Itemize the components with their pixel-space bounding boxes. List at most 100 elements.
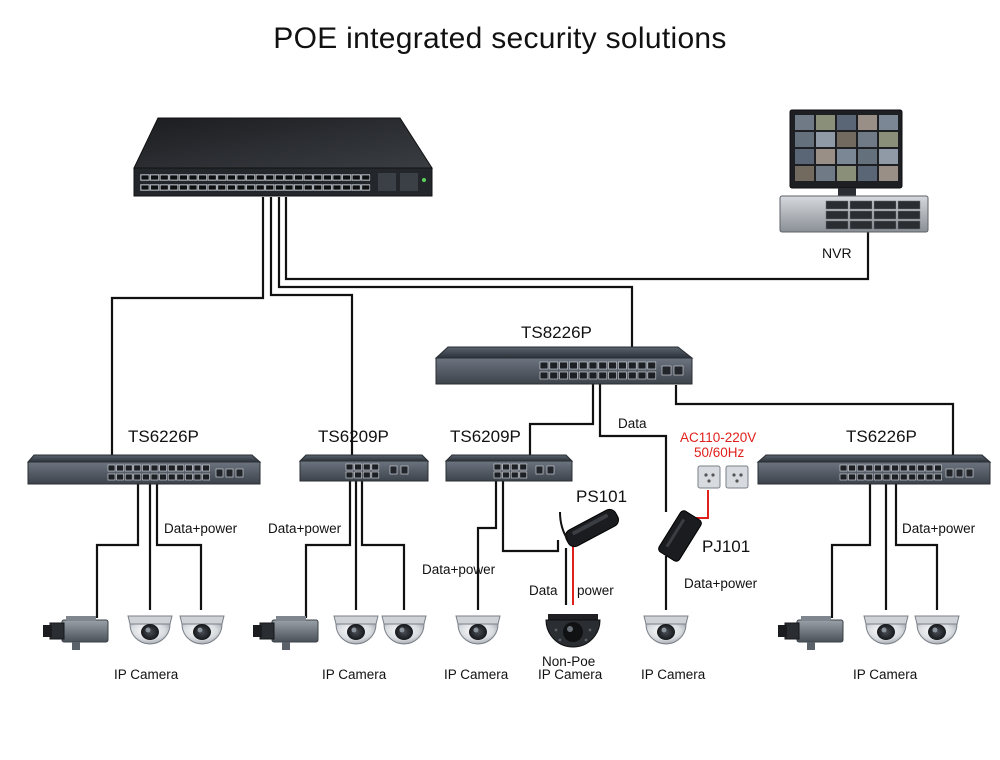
box-camera-icon	[252, 615, 319, 651]
drive-bay	[873, 200, 897, 210]
camera-label: IP Camera	[322, 667, 387, 682]
ethernet-port-icon	[142, 473, 150, 481]
diagram-title: POE integrated security solutions	[273, 22, 727, 55]
ethernet-port-icon	[159, 174, 169, 181]
ethernet-port-icon	[618, 371, 627, 380]
core-switch	[133, 117, 433, 197]
wire-ts8226p-to-ts6209p-b	[528, 382, 595, 455]
ethernet-port-icon	[323, 184, 332, 191]
ethernet-port-icon	[559, 361, 568, 370]
ethernet-port-icon	[882, 464, 891, 472]
ethernet-port-icon	[236, 184, 246, 191]
wire-ac-to-pj101	[693, 490, 709, 519]
ethernet-port-icon	[400, 465, 409, 475]
outlet-icon	[697, 465, 721, 489]
ethernet-port-icon	[908, 473, 917, 481]
camera-group-nonpoe: Non-Poe IP Camera	[538, 614, 603, 682]
ethernet-port-icon	[917, 464, 925, 472]
ethernet-port-icon	[539, 361, 549, 370]
ethernet-port-icon	[361, 174, 371, 181]
wire-core-to-ts6209p-a	[269, 197, 354, 458]
ethernet-port-icon	[167, 464, 176, 472]
ethernet-port-icon	[193, 464, 202, 472]
ts6209p-b-label: TS6209P	[450, 427, 521, 446]
link-label-data-power: Data+power	[684, 576, 758, 591]
ethernet-port-icon	[839, 464, 848, 472]
ps101-splitter: PS101	[559, 487, 627, 548]
ethernet-port-icon	[140, 174, 150, 181]
drive-bay	[873, 210, 897, 220]
ethernet-port-icon	[539, 371, 549, 380]
ethernet-port-icon	[202, 473, 210, 481]
camera-label: IP Camera	[853, 667, 918, 682]
wire-cam-6c	[894, 477, 939, 610]
ethernet-port-icon	[502, 471, 510, 479]
camera-group-3: IP Camera	[444, 615, 509, 682]
ethernet-port-icon	[150, 184, 159, 191]
ethernet-port-icon	[124, 473, 133, 481]
network-wires	[95, 197, 955, 618]
ts6226p-left-label: TS6226P	[128, 427, 199, 446]
wire-cam-1a	[95, 477, 140, 618]
video-tile	[816, 115, 835, 130]
ethernet-port-icon	[215, 468, 224, 478]
ethernet-port-icon	[519, 471, 528, 479]
wire-core-to-ts6226p-left	[110, 197, 265, 455]
video-tile	[879, 132, 898, 147]
wire-cam-2a	[304, 477, 352, 618]
pj101-injector: PJ101	[658, 510, 750, 562]
ethernet-port-icon	[917, 473, 925, 481]
ethernet-port-icon	[133, 473, 142, 481]
ethernet-port-icon	[150, 473, 159, 481]
video-tile	[795, 166, 814, 181]
ethernet-port-icon	[284, 184, 294, 191]
video-tile	[858, 166, 877, 181]
ethernet-port-icon	[874, 464, 882, 472]
ethernet-port-icon	[493, 463, 502, 471]
ethernet-port-icon	[371, 463, 380, 471]
dome-camera-icon	[127, 615, 173, 645]
camera-label: IP Camera	[641, 667, 706, 682]
ac-power-outlets: AC110-220V 50/60Hz	[680, 430, 756, 489]
ethernet-port-icon	[848, 473, 856, 481]
ethernet-port-icon	[934, 473, 942, 481]
ethernet-port-icon	[217, 184, 227, 191]
ethernet-port-icon	[176, 473, 185, 481]
ethernet-port-icon	[235, 468, 244, 478]
ethernet-port-icon	[637, 361, 647, 370]
ethernet-port-icon	[159, 184, 169, 191]
link-label-data-power: Data+power	[164, 521, 238, 536]
box-camera-icon	[42, 615, 109, 651]
ethernet-port-icon	[361, 184, 371, 191]
ethernet-port-icon	[303, 174, 313, 181]
ethernet-port-icon	[578, 361, 588, 370]
ethernet-port-icon	[848, 464, 856, 472]
video-tile	[858, 132, 877, 147]
ethernet-port-icon	[925, 473, 934, 481]
dome-camera-icon	[914, 615, 960, 645]
video-tile	[795, 115, 814, 130]
video-tile	[816, 166, 835, 181]
ethernet-port-icon	[856, 473, 865, 481]
ethernet-port-icon	[198, 184, 207, 191]
ethernet-port-icon	[345, 463, 354, 471]
drive-bay	[849, 200, 873, 210]
ethernet-port-icon	[116, 473, 124, 481]
ethernet-port-icon	[965, 468, 974, 478]
ethernet-port-icon	[255, 174, 265, 181]
ethernet-port-icon	[637, 371, 647, 380]
camera-group-1: IP Camera	[42, 615, 225, 682]
switch-ts6209p-a: TS6209P	[298, 427, 430, 482]
ethernet-port-icon	[107, 464, 116, 472]
ethernet-port-icon	[908, 464, 917, 472]
link-label-data-power: Data+power	[268, 521, 342, 536]
video-tile	[858, 149, 877, 164]
ethernet-port-icon	[169, 184, 179, 191]
ethernet-port-icon	[342, 174, 351, 181]
ethernet-port-icon	[354, 471, 362, 479]
ethernet-port-icon	[313, 184, 323, 191]
ethernet-port-icon	[569, 371, 578, 380]
ethernet-port-icon	[627, 371, 637, 380]
ethernet-port-icon	[608, 361, 617, 370]
ethernet-port-icon	[588, 371, 598, 380]
